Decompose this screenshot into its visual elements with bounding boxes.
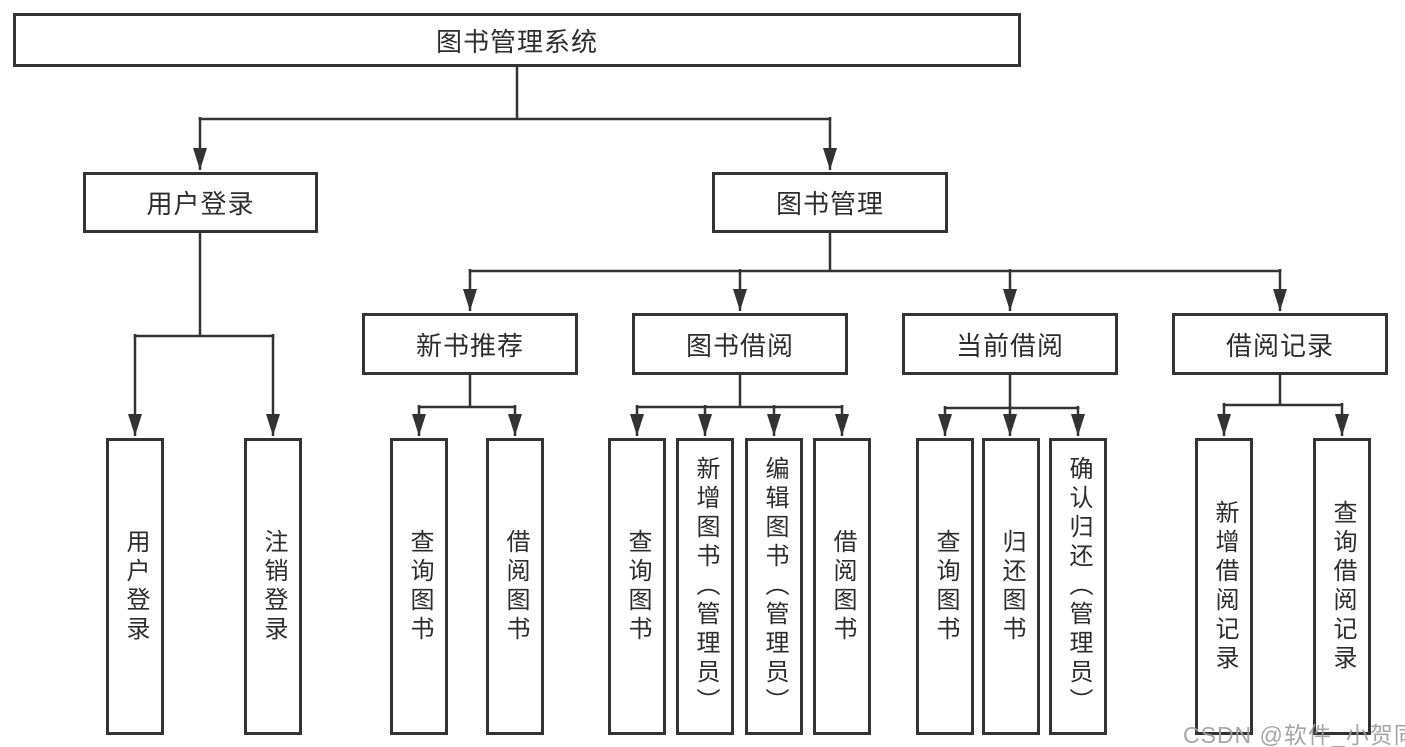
connector-current-borrowing-children bbox=[938, 372, 1085, 436]
leaf-user-login: 用户登录 bbox=[106, 438, 164, 735]
node-book-management-label: 图书管理 bbox=[775, 189, 884, 219]
leaf-borrow-books-recommend: 借阅图书 bbox=[486, 438, 544, 735]
connector-user-login-children bbox=[128, 231, 280, 436]
leaf-query-books-recommend-label: 查询图书 bbox=[406, 528, 433, 645]
node-new-book-recommend-label: 新书推荐 bbox=[415, 330, 524, 361]
node-borrowing-records: 借阅记录 bbox=[1172, 313, 1388, 375]
leaf-borrow-books-recommend-label: 借阅图书 bbox=[502, 528, 529, 645]
connector-root-to-level2 bbox=[193, 65, 837, 170]
leaf-query-books-current: 查询图书 bbox=[916, 438, 974, 735]
node-book-management: 图书管理 bbox=[712, 172, 948, 233]
node-current-borrowing-label: 当前借阅 bbox=[955, 330, 1064, 361]
leaf-query-borrow-record: 查询借阅记录 bbox=[1313, 438, 1371, 735]
leaf-edit-book-admin-label: 编辑图书（管理员） bbox=[761, 456, 788, 717]
leaf-add-borrow-record: 新增借阅记录 bbox=[1195, 438, 1253, 735]
node-root-label: 图书管理系统 bbox=[435, 26, 598, 57]
leaf-query-books-current-label: 查询图书 bbox=[932, 528, 959, 645]
leaf-confirm-return-admin-label: 确认归还（管理员） bbox=[1065, 456, 1092, 717]
leaf-query-books-borrowing: 查询图书 bbox=[608, 438, 666, 735]
connector-book-borrowing-children bbox=[630, 372, 849, 436]
node-borrowing-records-label: 借阅记录 bbox=[1225, 330, 1334, 361]
leaf-borrow-books-borrowing-label: 借阅图书 bbox=[829, 528, 856, 645]
leaf-add-book-admin-label: 新增图书（管理员） bbox=[692, 456, 719, 717]
leaf-return-books: 归还图书 bbox=[982, 438, 1040, 735]
leaf-edit-book-admin: 编辑图书（管理员） bbox=[745, 438, 803, 735]
csdn-watermark: CSDN @软件_小贺同学 bbox=[1183, 722, 1405, 747]
leaf-logout-label: 注销登录 bbox=[260, 528, 287, 645]
node-user-login-label: 用户登录 bbox=[146, 189, 255, 219]
node-root: 图书管理系统 bbox=[13, 13, 1021, 67]
node-book-borrowing-label: 图书借阅 bbox=[685, 330, 794, 361]
connector-book-management-children bbox=[463, 231, 1287, 311]
leaf-query-books-borrowing-label: 查询图书 bbox=[624, 528, 651, 645]
leaf-return-books-label: 归还图书 bbox=[998, 528, 1025, 645]
node-user-login: 用户登录 bbox=[83, 172, 318, 233]
leaf-confirm-return-admin: 确认归还（管理员） bbox=[1049, 438, 1107, 735]
leaf-add-book-admin: 新增图书（管理员） bbox=[676, 438, 734, 735]
node-new-book-recommend: 新书推荐 bbox=[362, 313, 578, 375]
connector-borrowing-records-children bbox=[1217, 372, 1349, 436]
connector-new-book-children bbox=[412, 372, 522, 436]
leaf-query-books-recommend: 查询图书 bbox=[390, 438, 448, 735]
leaf-borrow-books-borrowing: 借阅图书 bbox=[813, 438, 871, 735]
node-current-borrowing: 当前借阅 bbox=[902, 313, 1118, 375]
leaf-user-login-label: 用户登录 bbox=[122, 528, 149, 645]
leaf-logout: 注销登录 bbox=[244, 438, 302, 735]
node-book-borrowing: 图书借阅 bbox=[632, 313, 848, 375]
leaf-query-borrow-record-label: 查询借阅记录 bbox=[1329, 499, 1356, 674]
leaf-add-borrow-record-label: 新增借阅记录 bbox=[1211, 499, 1238, 674]
